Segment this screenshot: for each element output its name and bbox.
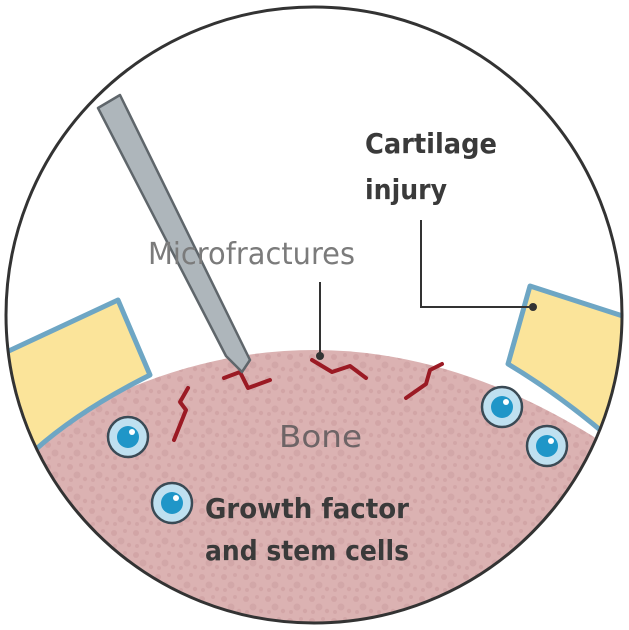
label-cartilage-line1: Cartilage xyxy=(365,127,497,160)
label-cells-line1: Growth factor xyxy=(205,492,409,525)
label-cartilage-line2: injury xyxy=(365,173,447,206)
label-bone: Bone xyxy=(279,420,362,455)
stem-cell-legend-icon xyxy=(152,483,192,523)
stem-cell xyxy=(482,387,522,427)
stem-cell xyxy=(108,417,148,457)
leader-cartilage xyxy=(421,220,537,311)
circle-contents: Microfractures Cartilage injury Bone Gro… xyxy=(0,95,629,630)
label-cells-line2: and stem cells xyxy=(205,534,409,567)
label-microfractures: Microfractures xyxy=(148,237,355,272)
stem-cell xyxy=(527,426,567,466)
leader-microfractures xyxy=(316,282,324,360)
